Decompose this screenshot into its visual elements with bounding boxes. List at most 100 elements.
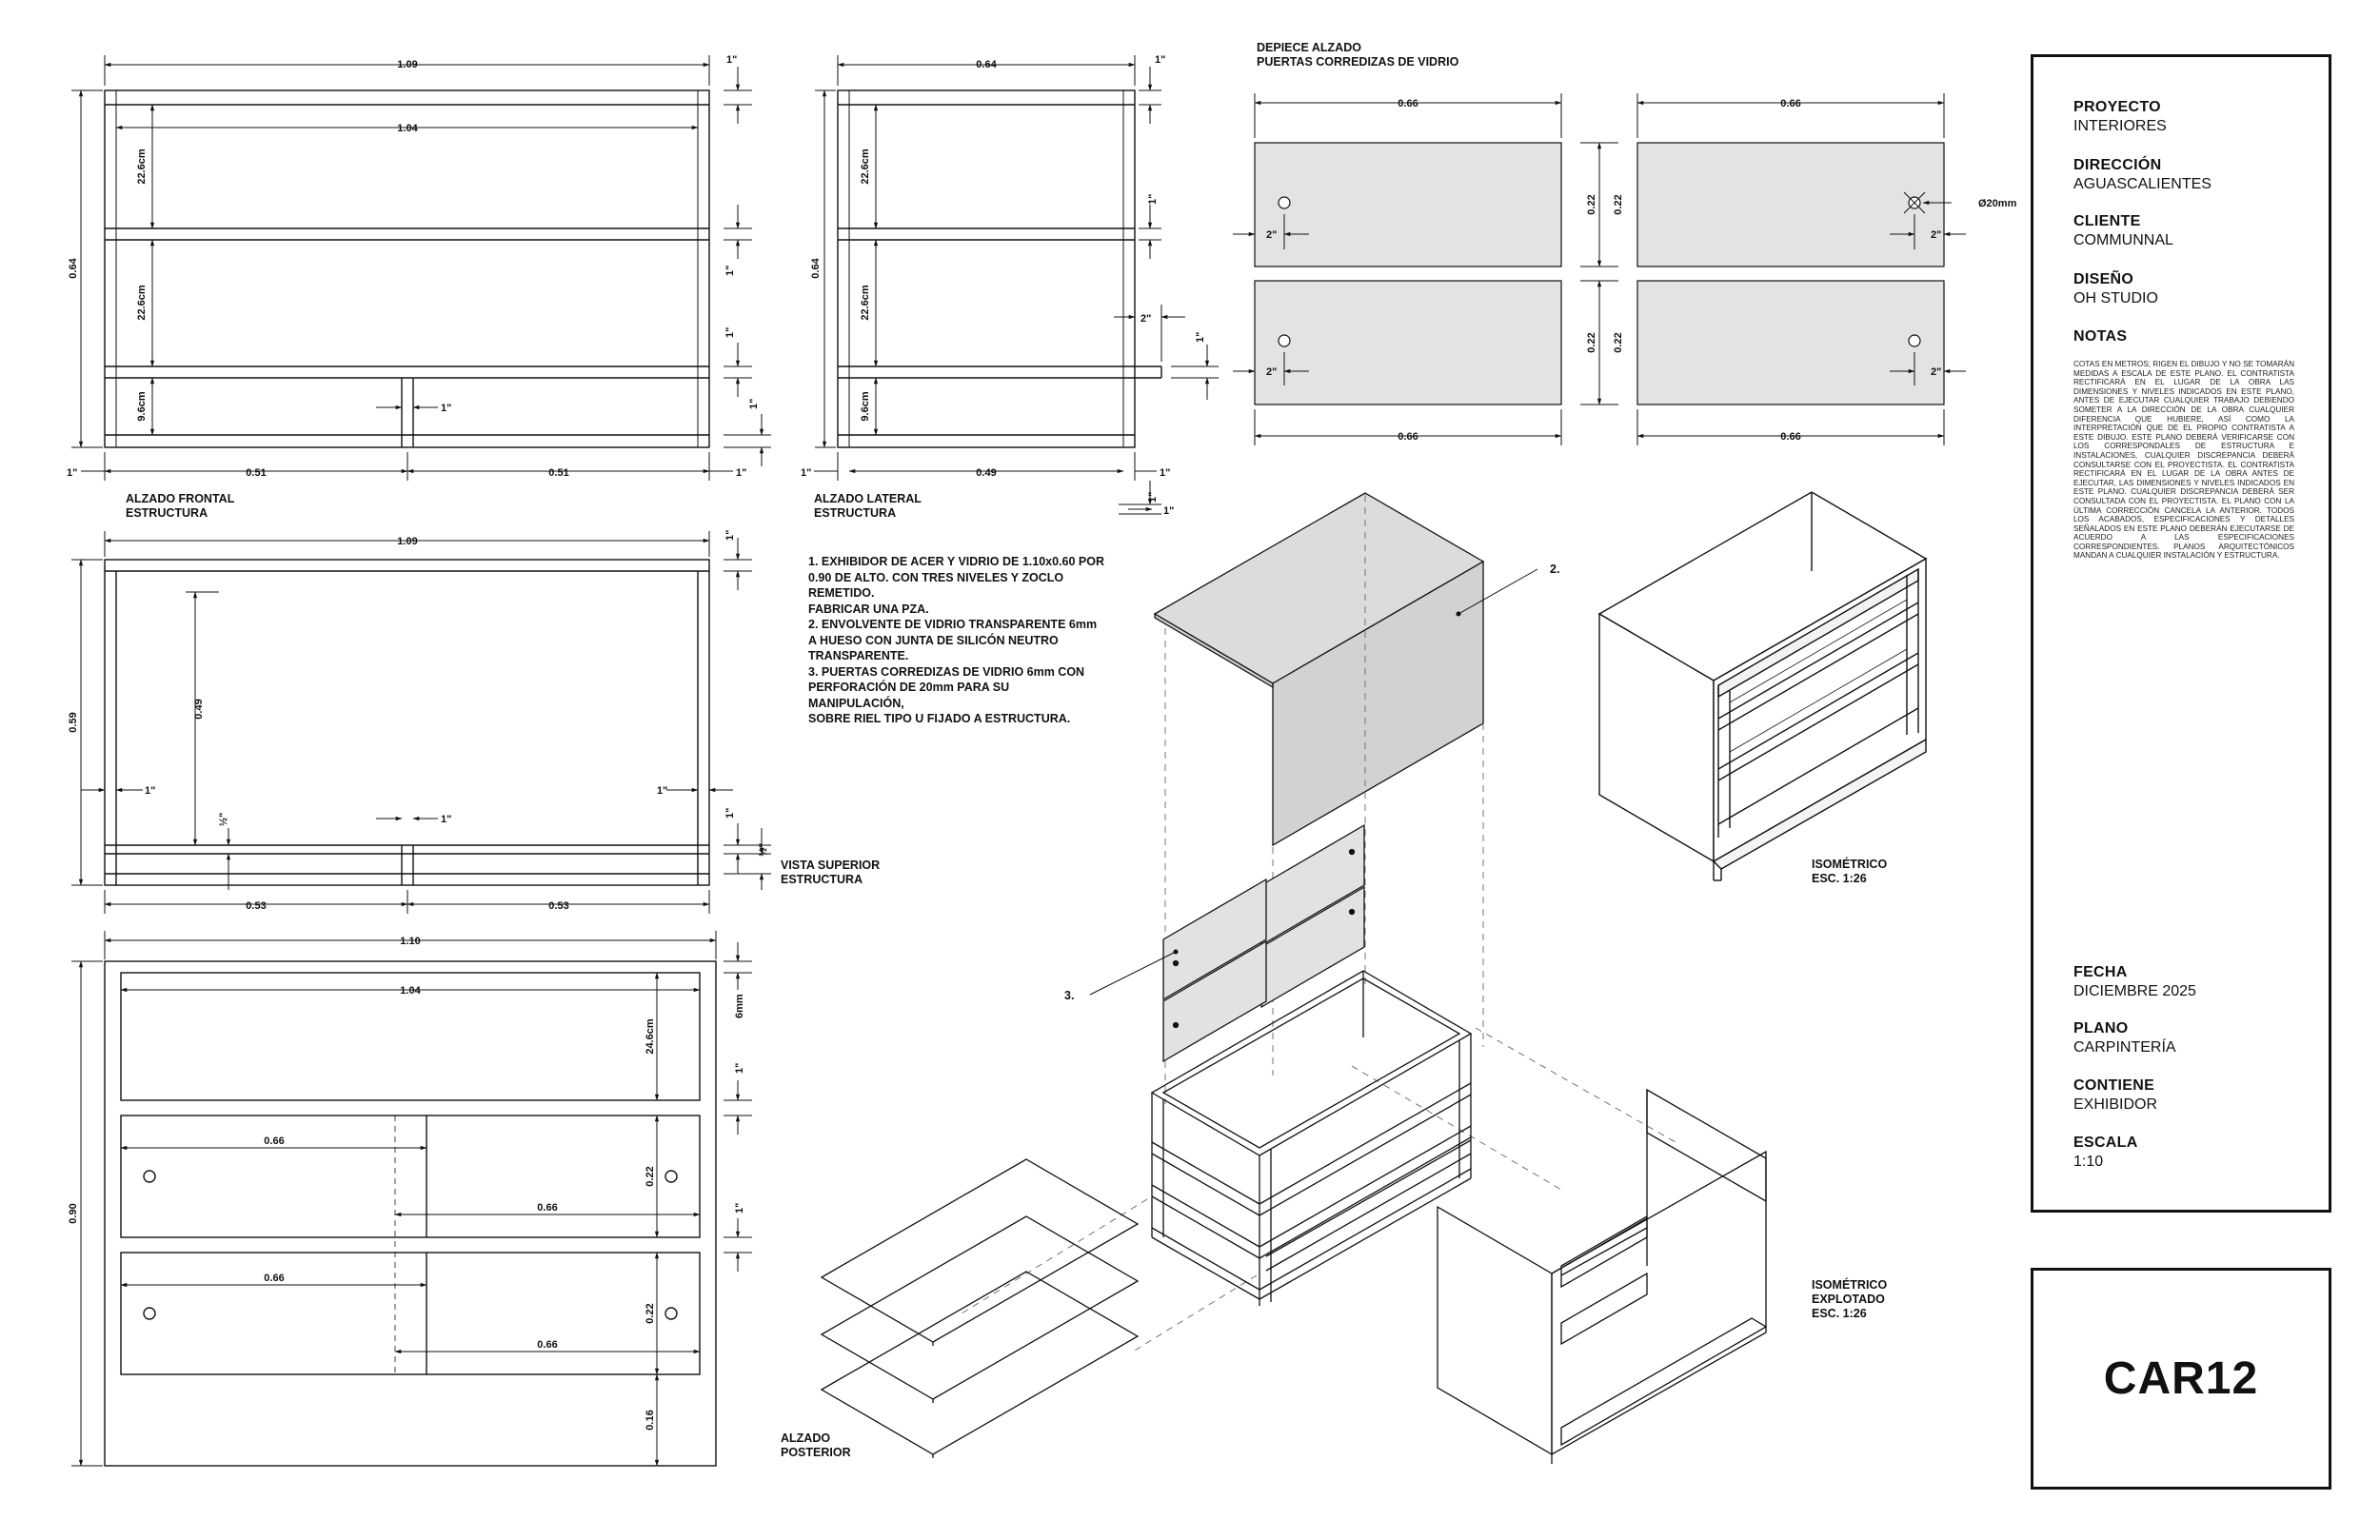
front-dim-frame-top: 1" <box>726 54 737 66</box>
callout-3: 3. <box>1064 989 1074 1002</box>
top-label-2: ESTRUCTURA <box>781 873 863 886</box>
iso-exploded-label-1: ISOMÉTRICO <box>1812 1277 1887 1292</box>
glass-doors-breakdown: DEPIECE ALZADO PUERTAS CORREDIZAS DE VID… <box>1233 41 2017 445</box>
tb-notas-text: COTAS EN METROS; RIGEN EL DIBUJO Y NO SE… <box>2073 360 2294 561</box>
top-dim-bottom-frame: 1" <box>724 530 736 541</box>
top-dim-half-left-w: 0.53 <box>246 900 266 912</box>
side-dim-frame-top: 1" <box>1155 54 1165 66</box>
top-dim-half-right: ½" <box>758 843 769 857</box>
side-dim-plinth: 9.6cm <box>860 391 871 421</box>
side-dim-bottom: 1" <box>1147 492 1159 503</box>
back-dim-upper: 24.6cm <box>645 1018 656 1055</box>
spec-line: REMETIDO. <box>808 586 875 600</box>
spec-line: 1. EXHIBIDOR DE ACER Y VIDRIO DE 1.10x0.… <box>808 555 1104 568</box>
side-dim-rail: 2" <box>1140 313 1151 325</box>
top-dim-depth: 0.59 <box>68 712 79 732</box>
front-label-1: ALZADO FRONTAL <box>126 492 235 505</box>
tb-contiene-value: EXHIBIDOR <box>2073 1096 2158 1113</box>
top-dim-right: 1" <box>657 785 667 797</box>
iso-drawing: ISOMÉTRICO ESC. 1:26 <box>1597 491 1928 885</box>
front-dim-inner-width: 1.04 <box>397 123 418 134</box>
spec-line: MANIPULACIÓN, <box>808 696 904 710</box>
front-dim-shelf1: 22.6cm <box>136 148 148 185</box>
callout-2: 2. <box>1550 563 1559 576</box>
top-dim-half: ½" <box>218 813 229 826</box>
spec-line: 0.90 DE ALTO. CON TRES NIVELES Y ZOCLO <box>808 570 1064 584</box>
tb-cliente-value: COMMUNNAL <box>2073 232 2173 248</box>
tb-escala-label: ESCALA <box>2073 1135 2138 1151</box>
iso-exploded-label-3: ESC. 1:26 <box>1812 1307 1867 1320</box>
back-dim-door-h1: 0.22 <box>645 1166 656 1186</box>
front-label-2: ESTRUCTURA <box>126 506 208 520</box>
back-dim-gap1: 1" <box>734 1063 745 1074</box>
back-dim-door-h2: 0.22 <box>645 1303 656 1323</box>
side-dim-bottom2: 1" <box>1163 505 1174 517</box>
side-dim-inner-width: 0.49 <box>976 467 996 479</box>
back-dim-door-w2: 0.66 <box>537 1202 557 1214</box>
spec-line: 2. ENVOLVENTE DE VIDRIO TRANSPARENTE 6mm <box>808 618 1098 631</box>
doors-dim-off1: 2" <box>1266 229 1277 241</box>
tb-plano-value: CARPINTERÍA <box>2073 1039 2176 1056</box>
top-dim-total-width: 1.09 <box>397 536 417 547</box>
tb-fecha: FECHA DICIEMBRE 2025 <box>2073 964 2311 1000</box>
doors-dim-off4: 2" <box>1931 366 1941 378</box>
tb-direccion-label: DIRECCIÓN <box>2073 157 2162 173</box>
tb-direccion: DIRECCIÓN AGUASCALIENTES <box>2073 157 2311 193</box>
doors-dim-h1: 0.22 <box>1586 194 1597 214</box>
tb-diseno: DISEÑO OH STUDIO <box>2073 271 2311 307</box>
tb-proyecto-value: INTERIORES <box>2073 118 2167 134</box>
back-dim-door-w3: 0.66 <box>264 1273 284 1284</box>
tb-escala: ESCALA 1:10 <box>2073 1135 2311 1171</box>
tb-contiene-label: CONTIENE <box>2073 1077 2155 1094</box>
back-dim-glass: 6mm <box>734 994 745 1018</box>
front-dim-post: 1" <box>441 403 451 414</box>
sheet-code-block: CAR12 <box>2031 1268 2331 1490</box>
doors-dim-off2: 2" <box>1266 366 1277 378</box>
side-dim-total-width: 0.64 <box>976 59 997 70</box>
front-dim-half-right: 0.51 <box>548 467 568 479</box>
tb-escala-value: 1:10 <box>2073 1154 2104 1170</box>
tb-fecha-label: FECHA <box>2073 964 2128 980</box>
front-dim-plinth: 9.6cm <box>136 391 148 421</box>
front-dim-frame-mid2: 1" <box>724 327 736 338</box>
top-label-1: VISTA SUPERIOR <box>781 859 880 872</box>
top-dim-inner: 0.49 <box>193 699 205 719</box>
doors-dim-h4: 0.22 <box>1613 332 1624 352</box>
spec-line: SOBRE RIEL TIPO U FIJADO A ESTRUCTURA. <box>808 712 1071 725</box>
doors-title-2: PUERTAS CORREDIZAS DE VIDRIO <box>1257 55 1459 69</box>
doors-dim-w-tr: 0.66 <box>1780 98 1800 109</box>
back-dim-door-w4: 0.66 <box>537 1339 557 1351</box>
back-dim-door-w1: 0.66 <box>264 1135 284 1147</box>
doors-dim-h2: 0.22 <box>1613 194 1624 214</box>
side-dim-shelf2: 22.6cm <box>860 285 871 321</box>
back-elevation: 1.10 1.04 0.90 24.6cm 6mm 1" 1" 0.66 0.6… <box>68 931 851 1467</box>
tb-notas-label: NOTAS <box>2073 328 2128 345</box>
title-block: PROYECTO INTERIORES DIRECCIÓN AGUASCALIE… <box>2031 54 2331 1213</box>
back-dim-inner-width: 1.04 <box>400 985 421 997</box>
side-elevation: 0.64 0.64 22.6cm 22.6cm 9.6cm 0.49 1" 1"… <box>801 54 1219 520</box>
front-dim-height: 0.64 <box>68 257 79 278</box>
doors-dim-w-tl: 0.66 <box>1398 98 1418 109</box>
side-dim-frame-mid: 1" <box>1147 194 1159 205</box>
tb-diseno-label: DISEÑO <box>2073 271 2134 287</box>
tb-proyecto: PROYECTO INTERIORES <box>2073 99 2311 135</box>
spec-notes: 1. EXHIBIDOR DE ACER Y VIDRIO DE 1.10x0.… <box>808 554 1122 727</box>
tb-notas: NOTAS <box>2073 328 2311 346</box>
front-dim-frame-mid1: 1" <box>724 266 736 276</box>
top-dim-center: 1" <box>441 814 451 825</box>
front-dim-side-right: 1" <box>736 467 746 479</box>
side-dim-right: 1" <box>1160 467 1170 479</box>
tb-cliente: CLIENTE COMMUNNAL <box>2073 213 2311 249</box>
top-view: 1.09 0.59 0.49 1" 1" 1" ½" 1" 1" ½" 0.53… <box>68 530 880 914</box>
iso-label-1: ISOMÉTRICO <box>1812 857 1887 871</box>
tb-contiene: CONTIENE EXHIBIDOR <box>2073 1077 2311 1114</box>
tb-plano-label: PLANO <box>2073 1020 2129 1037</box>
back-label-1: ALZADO <box>781 1431 830 1445</box>
doors-title-1: DEPIECE ALZADO <box>1257 41 1361 54</box>
doors-dim-w-bl: 0.66 <box>1398 431 1418 443</box>
side-label-1: ALZADO LATERAL <box>814 492 922 505</box>
doors-dim-h3: 0.22 <box>1586 332 1597 352</box>
side-dim-shelf1: 22.6cm <box>860 148 871 185</box>
spec-line: PERFORACIÓN DE 20mm PARA SU <box>808 681 1010 694</box>
